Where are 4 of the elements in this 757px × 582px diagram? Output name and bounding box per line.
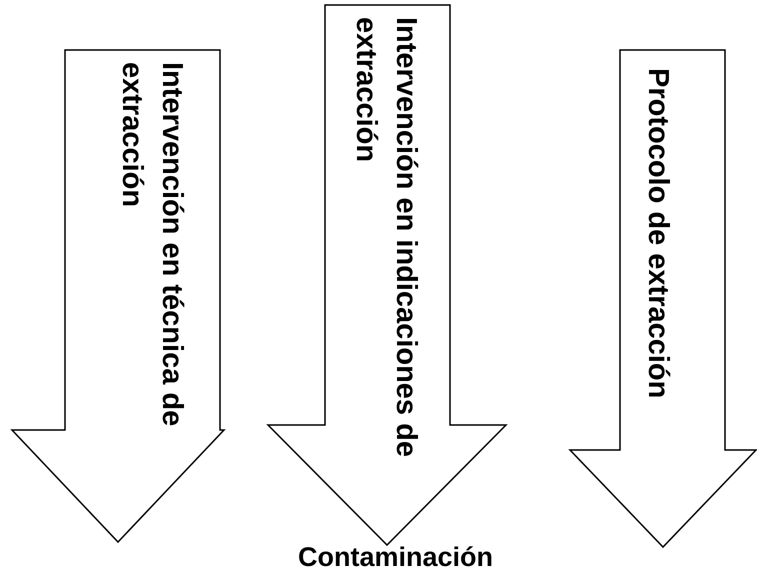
arrow-label: Intervención en indicaciones de extracción	[349, 17, 423, 459]
arrow-label: Protocolo de extracción	[641, 68, 675, 400]
outcome-label: Contaminación	[298, 542, 494, 573]
arrow-label: Intervención en técnica de extracción	[115, 62, 189, 428]
